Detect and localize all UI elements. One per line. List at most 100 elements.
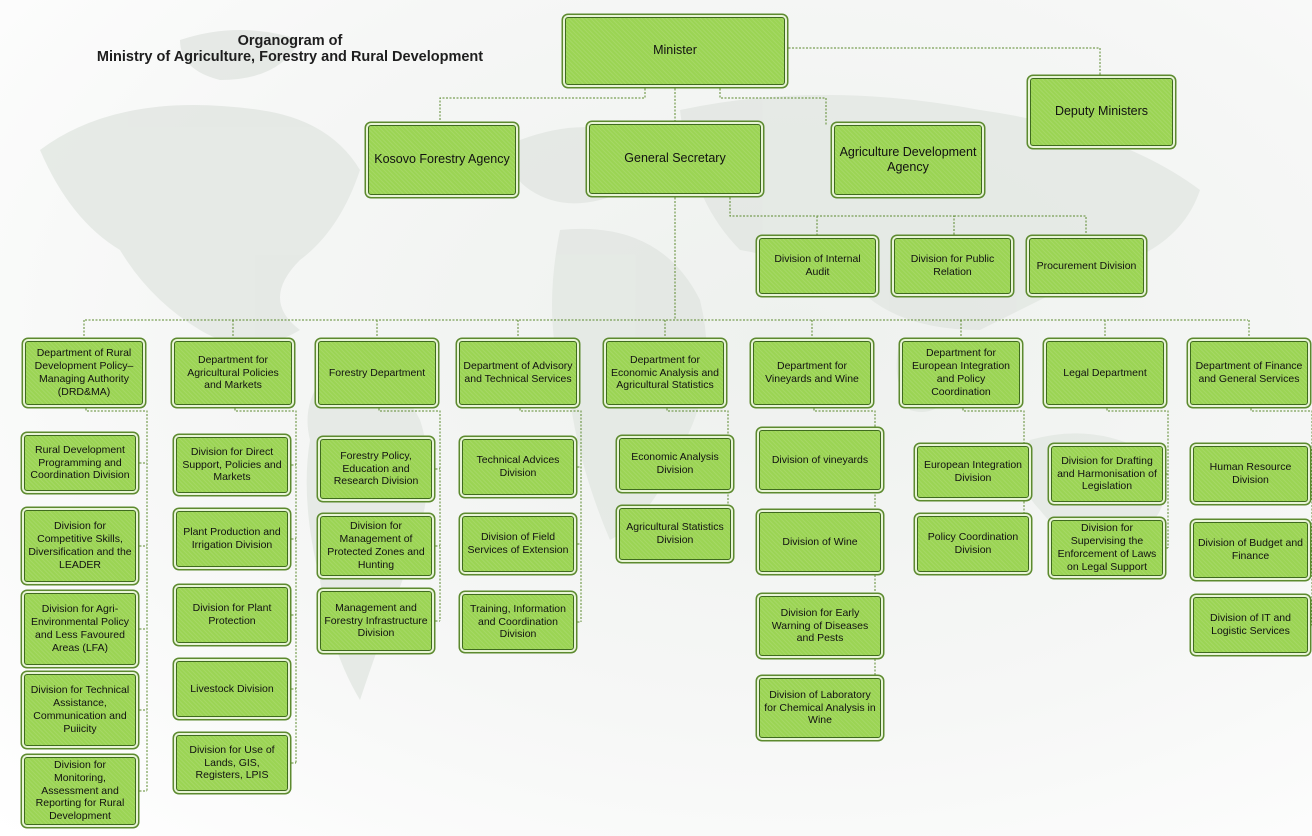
department-6-division-1-box-label: Division of vineyards	[771, 453, 869, 466]
department-2-division-4-box-label: Livestock Division	[190, 682, 274, 695]
connector-gs-procurement	[954, 215, 1087, 238]
department-4-box: Department of Advisory and Technical Ser…	[459, 341, 577, 405]
department-1-division-4-box-label: Division for Technical Assistance, Commu…	[30, 684, 130, 735]
department-4-division-3-box: Training, Information and Coordination D…	[462, 594, 574, 650]
connector-gs-public-relation	[729, 194, 955, 238]
department-9-division-3-box: Division of IT and Logistic Services	[1193, 597, 1308, 653]
department-2-division-5-box-label: Division for Use of Lands, GIS, Register…	[189, 743, 275, 782]
division-public-relation-box-label: Division for Public Relation	[910, 253, 995, 278]
department-2-division-1-box-label: Division for Direct Support, Policies an…	[182, 445, 282, 484]
department-9-division-1-box-label: Human Resource Division	[1209, 461, 1292, 486]
department-8-division-2-box: Division for Supervising the Enforcement…	[1051, 520, 1163, 576]
department-1-division-5-box-label: Division for Monitoring, Assessment and …	[35, 759, 125, 823]
department-1-division-1-box: Rural Development Programming and Coordi…	[24, 435, 136, 491]
department-2-division-5-box: Division for Use of Lands, GIS, Register…	[176, 735, 288, 791]
division-public-relation-box: Division for Public Relation	[894, 238, 1011, 294]
connector-minister-ada	[719, 85, 827, 125]
procurement-division-box-label: Procurement Division	[1036, 259, 1137, 272]
department-6-division-1-box: Division of vineyards	[759, 430, 881, 490]
kosovo-forestry-agency-box: Kosovo Forestry Agency	[368, 125, 516, 195]
minister-box-label: Minister	[653, 43, 697, 58]
kosovo-forestry-agency-box-label: Kosovo Forestry Agency	[374, 152, 510, 167]
department-5-division-1-box-label: Economic Analysis Division	[631, 451, 719, 476]
chart-title-line-2: Ministry of Agriculture, Forestry and Ru…	[96, 49, 484, 65]
deputy-ministers-box-label: Deputy Ministers	[1054, 104, 1149, 119]
department-1-division-2-box-label: Division for Competitive Skills, Diversi…	[28, 520, 132, 571]
department-2-division-2-box-label: Plant Production and Irrigation Division	[183, 526, 281, 551]
department-3-box: Forestry Department	[318, 341, 436, 405]
department-3-box-label: Forestry Department	[328, 366, 426, 379]
department-8-box-label: Legal Department	[1063, 366, 1147, 379]
department-9-division-1-box: Human Resource Division	[1193, 446, 1308, 502]
department-8-division-2-box-label: Division for Supervising the Enforcement…	[1057, 522, 1157, 573]
department-1-division-3-box-label: Division for Agri-Environmental Policy a…	[30, 603, 130, 654]
department-8-box: Legal Department	[1046, 341, 1164, 405]
department-5-box: Department for Economic Analysis and Agr…	[606, 341, 724, 405]
department-3-division-2-box: Division for Management of Protected Zon…	[320, 516, 432, 576]
department-1-division-5-box: Division for Monitoring, Assessment and …	[24, 757, 136, 825]
department-3-spine	[378, 405, 441, 621]
department-4-box-label: Department of Advisory and Technical Ser…	[463, 360, 573, 385]
department-2-division-3-box: Division for Plant Protection	[176, 587, 288, 643]
department-5-division-1-box: Economic Analysis Division	[619, 438, 731, 490]
connector-minister-deputy	[785, 47, 1101, 78]
general-secretary-box-label: General Secretary	[624, 151, 726, 166]
department-7-division-2-box: Policy Coordination Division	[917, 516, 1029, 572]
department-7-box: Department for European Integration and …	[902, 341, 1020, 405]
department-2-division-4-box: Livestock Division	[176, 661, 288, 717]
department-6-division-4-box: Division of Laboratory for Chemical Anal…	[759, 678, 881, 738]
department-3-division-3-box-label: Management and Forestry Infrastructure D…	[324, 601, 428, 640]
department-6-division-3-box: Division for Early Warning of Diseases a…	[759, 596, 881, 656]
department-2-spine	[234, 405, 297, 763]
chart-title-line-1: Organogram of	[237, 33, 343, 49]
procurement-division-box: Procurement Division	[1029, 238, 1144, 294]
minister-box: Minister	[565, 17, 785, 85]
connector-minister-kfa	[439, 85, 646, 125]
department-1-division-1-box-label: Rural Development Programming and Coordi…	[30, 443, 130, 482]
deputy-ministers-box: Deputy Ministers	[1030, 78, 1173, 146]
department-9-box: Department of Finance and General Servic…	[1190, 341, 1308, 405]
department-9-spine	[1250, 405, 1312, 625]
department-8-spine	[1106, 405, 1169, 548]
division-internal-audit-box-label: Division of Internal Audit	[774, 253, 861, 278]
department-7-box-label: Department for European Integration and …	[911, 347, 1011, 398]
department-4-division-2-box: Division of Field Services of Extension	[462, 516, 574, 572]
department-2-division-2-box: Plant Production and Irrigation Division	[176, 511, 288, 567]
department-5-division-2-box-label: Agricultural Statistics Division	[626, 521, 724, 546]
department-5-division-2-box: Agricultural Statistics Division	[619, 508, 731, 560]
department-7-division-1-box: European Integration Division	[917, 446, 1029, 498]
agriculture-development-agency-box: Agriculture Development Agency	[834, 125, 982, 195]
department-9-box-label: Department of Finance and General Servic…	[1195, 360, 1303, 385]
department-1-spine	[85, 405, 148, 791]
department-6-division-2-box: Division of Wine	[759, 512, 881, 572]
department-6-division-4-box-label: Division of Laboratory for Chemical Anal…	[764, 688, 876, 727]
chart-title: Organogram of Ministry of Agriculture, F…	[30, 33, 550, 65]
department-6-box: Department for Vineyards and Wine	[753, 341, 871, 405]
department-4-division-3-box-label: Training, Information and Coordination D…	[470, 602, 566, 641]
department-3-division-3-box: Management and Forestry Infrastructure D…	[320, 591, 432, 651]
department-4-spine	[519, 405, 582, 622]
general-secretary-box: General Secretary	[589, 124, 761, 194]
department-1-division-3-box: Division for Agri-Environmental Policy a…	[24, 593, 136, 665]
department-4-division-2-box-label: Division of Field Services of Extension	[467, 531, 569, 556]
department-8-division-1-box: Division for Drafting and Harmonisation …	[1051, 446, 1163, 502]
department-9-division-2-box-label: Division of Budget and Finance	[1197, 537, 1304, 562]
department-9-division-3-box-label: Division of IT and Logistic Services	[1210, 612, 1291, 637]
department-3-division-1-box-label: Forestry Policy, Education and Research …	[333, 449, 419, 488]
department-1-box-label: Department of Rural Development Policy–M…	[34, 347, 134, 398]
department-5-spine	[666, 405, 729, 534]
department-2-box-label: Department for Agricultural Policies and…	[187, 353, 279, 392]
department-7-division-2-box-label: Policy Coordination Division	[927, 531, 1019, 556]
agriculture-development-agency-box-label: Agriculture Development Agency	[839, 144, 977, 174]
department-3-division-1-box: Forestry Policy, Education and Research …	[320, 439, 432, 499]
department-2-division-3-box-label: Division for Plant Protection	[192, 602, 272, 627]
department-6-division-2-box-label: Division of Wine	[782, 535, 858, 548]
division-internal-audit-box: Division of Internal Audit	[759, 238, 876, 294]
department-6-division-3-box-label: Division for Early Warning of Diseases a…	[771, 606, 869, 645]
department-5-box-label: Department for Economic Analysis and Agr…	[611, 353, 719, 392]
department-2-box: Department for Agricultural Policies and…	[174, 341, 292, 405]
department-1-division-4-box: Division for Technical Assistance, Commu…	[24, 674, 136, 746]
department-2-division-1-box: Division for Direct Support, Policies an…	[176, 437, 288, 493]
